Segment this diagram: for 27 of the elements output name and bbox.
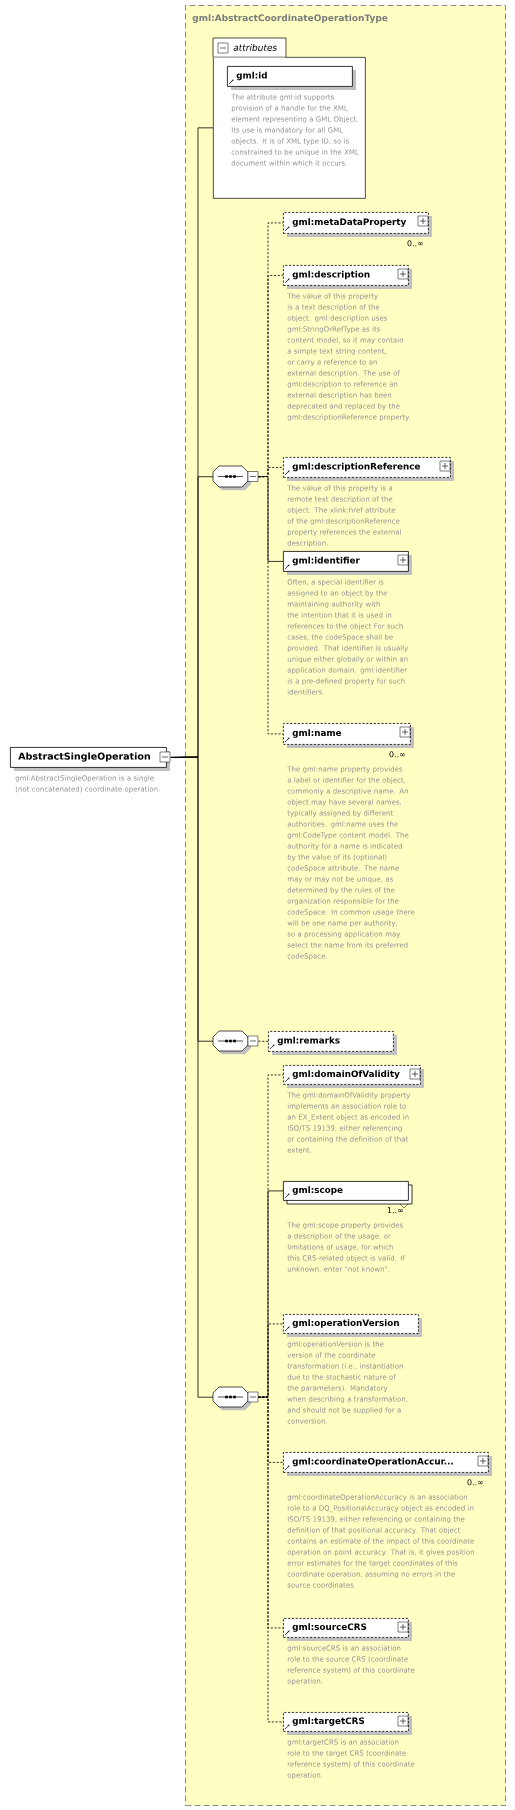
element-box: gml:descriptionReference bbox=[283, 457, 454, 481]
connector-line bbox=[258, 1190, 284, 1398]
element-box: gml:id bbox=[227, 66, 356, 90]
connector-line bbox=[258, 1040, 269, 1042]
cardinality-label: 0..∞ bbox=[467, 1479, 483, 1486]
sequence-compositor bbox=[212, 465, 259, 491]
element-box: gml:operationVersion bbox=[283, 1314, 422, 1337]
cardinality-label: 0..∞ bbox=[389, 751, 405, 758]
element-box: gml:domainOfValidity bbox=[283, 1065, 424, 1088]
element-box: gml:coordinateOperationAccur... bbox=[283, 1452, 492, 1476]
sequence-compositor bbox=[212, 1030, 259, 1055]
element-box: gml:metaDataProperty bbox=[283, 212, 432, 237]
element-box: gml:identifier bbox=[283, 551, 412, 575]
node-label: attributes bbox=[233, 44, 277, 51]
element-box: gml:remarks bbox=[268, 1031, 397, 1055]
cardinality-label: 1..∞ bbox=[387, 1207, 403, 1214]
sequence-compositor bbox=[212, 1386, 259, 1411]
element-box: gml:sourceCRS bbox=[283, 1618, 412, 1641]
root-element-box: AbstractSingleOperation bbox=[10, 747, 171, 771]
connector-line bbox=[258, 1396, 284, 1723]
cardinality-label: 0..∞ bbox=[407, 240, 423, 247]
connector-line bbox=[258, 476, 284, 735]
element-box: gml:targetCRS bbox=[283, 1712, 412, 1735]
element-box: gml:description bbox=[283, 265, 412, 289]
connector-line bbox=[258, 476, 284, 562]
element-box: gml:name bbox=[283, 723, 414, 748]
connector-line bbox=[170, 756, 214, 1398]
